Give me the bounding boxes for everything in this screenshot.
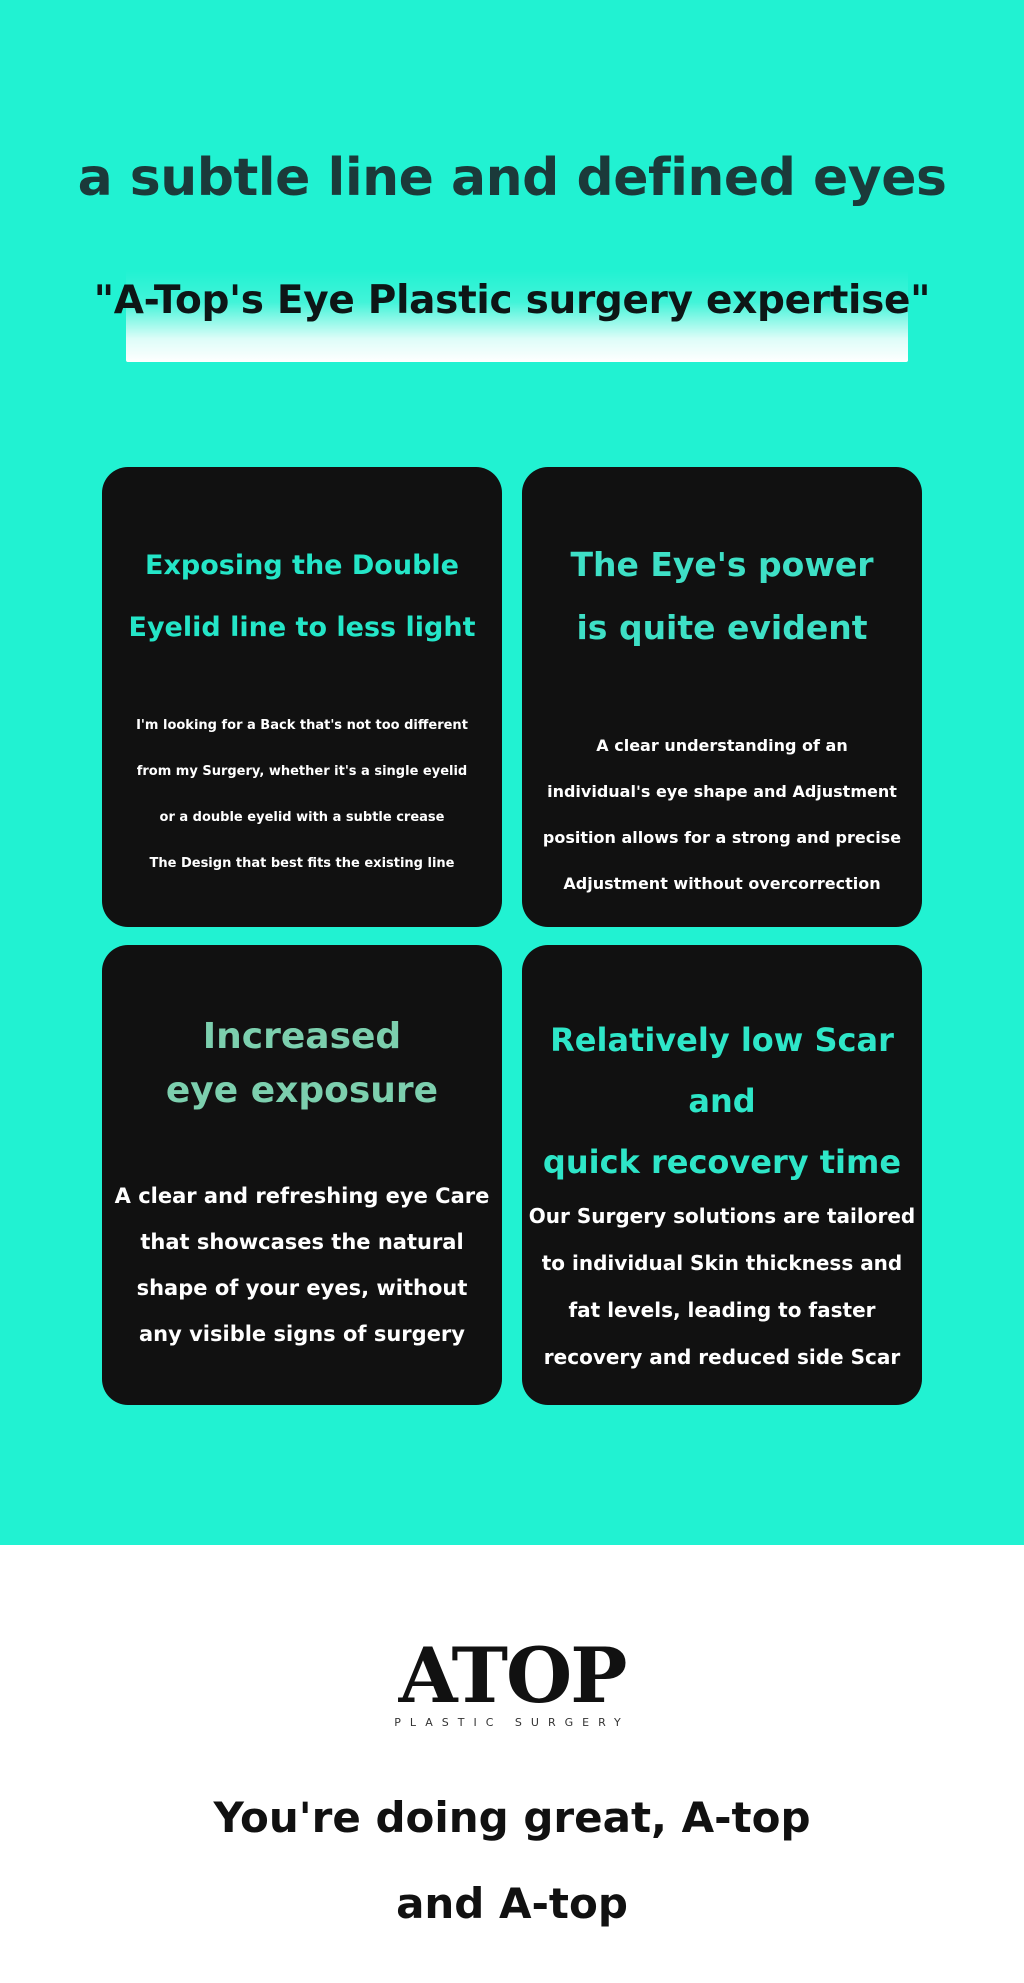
card-body-line: Our Surgery solutions are tailored (528, 1204, 916, 1228)
card-body-line: shape of your eyes, without (136, 1276, 468, 1300)
card-body-line: or a double eyelid with a subtle crease (159, 810, 445, 825)
feature-card-low-scar: Relatively low Scar and quick recovery t… (522, 945, 922, 1405)
closing-line: and A-top (396, 1879, 628, 1928)
atop-logo: ATOP PLASTIC SURGERY (0, 1631, 1024, 1730)
card-body-line: A clear and refreshing eye Care (114, 1184, 490, 1208)
card-title-line: Relatively low Scar and (550, 1021, 894, 1120)
card-title: Increased eye exposure (102, 1010, 502, 1118)
card-title-line: eye exposure (165, 1070, 439, 1111)
card-body: I'm looking for a Back that's not too di… (102, 703, 502, 887)
card-body-line: from my Surgery, whether it's a single e… (136, 764, 468, 779)
card-body-line: recovery and reduced side Scar (543, 1345, 901, 1369)
card-body-line: The Design that best fits the existing l… (149, 856, 455, 871)
card-body-line: any visible signs of surgery (139, 1322, 465, 1346)
card-body-line: I'm looking for a Back that's not too di… (136, 718, 468, 733)
card-title-line: is quite evident (576, 608, 868, 647)
card-body-line: position allows for a strong and precise (542, 828, 902, 847)
card-body: A clear understanding of an individual's… (522, 723, 922, 907)
feature-card-eye-exposure: Increased eye exposure A clear and refre… (102, 945, 502, 1405)
feature-card-eye-power: The Eye's power is quite evident A clear… (522, 467, 922, 927)
logo-tagline: PLASTIC SURGERY (394, 1716, 630, 1729)
page-headline: a subtle line and defined eyes (77, 148, 947, 208)
subline-highlight (126, 270, 908, 362)
page-subline: "A-Top's Eye Plastic surgery expertise" (93, 278, 931, 323)
card-body: Our Surgery solutions are tailored to in… (522, 1193, 922, 1381)
closing-line: You're doing great, A-top (213, 1793, 811, 1842)
card-title-line: The Eye's power (570, 545, 874, 584)
logo-wordmark: ATOP (398, 1631, 628, 1720)
card-body-line: to individual Skin thickness and (541, 1251, 903, 1275)
card-title: The Eye's power is quite evident (522, 533, 922, 659)
hero-section: a subtle line and defined eyes "A-Top's … (0, 0, 1024, 1545)
card-title-line: quick recovery time (542, 1143, 902, 1181)
feature-card-double-eyelid: Exposing the Double Eyelid line to less … (102, 467, 502, 927)
card-body-line: individual's eye shape and Adjustment (547, 782, 897, 801)
card-title-line: Exposing the Double (145, 550, 459, 581)
card-body-line: Adjustment without overcorrection (563, 874, 881, 893)
card-title: Relatively low Scar and quick recovery t… (522, 1010, 922, 1193)
card-body-line: A clear understanding of an (596, 736, 848, 755)
closing-message: You're doing great, A-top and A-top (0, 1775, 1024, 1947)
card-body-line: that showcases the natural (140, 1230, 464, 1254)
card-title: Exposing the Double Eyelid line to less … (102, 535, 502, 659)
card-body-line: fat levels, leading to faster (568, 1298, 876, 1322)
card-body: A clear and refreshing eye Care that sho… (102, 1173, 502, 1357)
card-title-line: Eyelid line to less light (128, 612, 476, 643)
card-title-line: Increased (202, 1016, 402, 1057)
